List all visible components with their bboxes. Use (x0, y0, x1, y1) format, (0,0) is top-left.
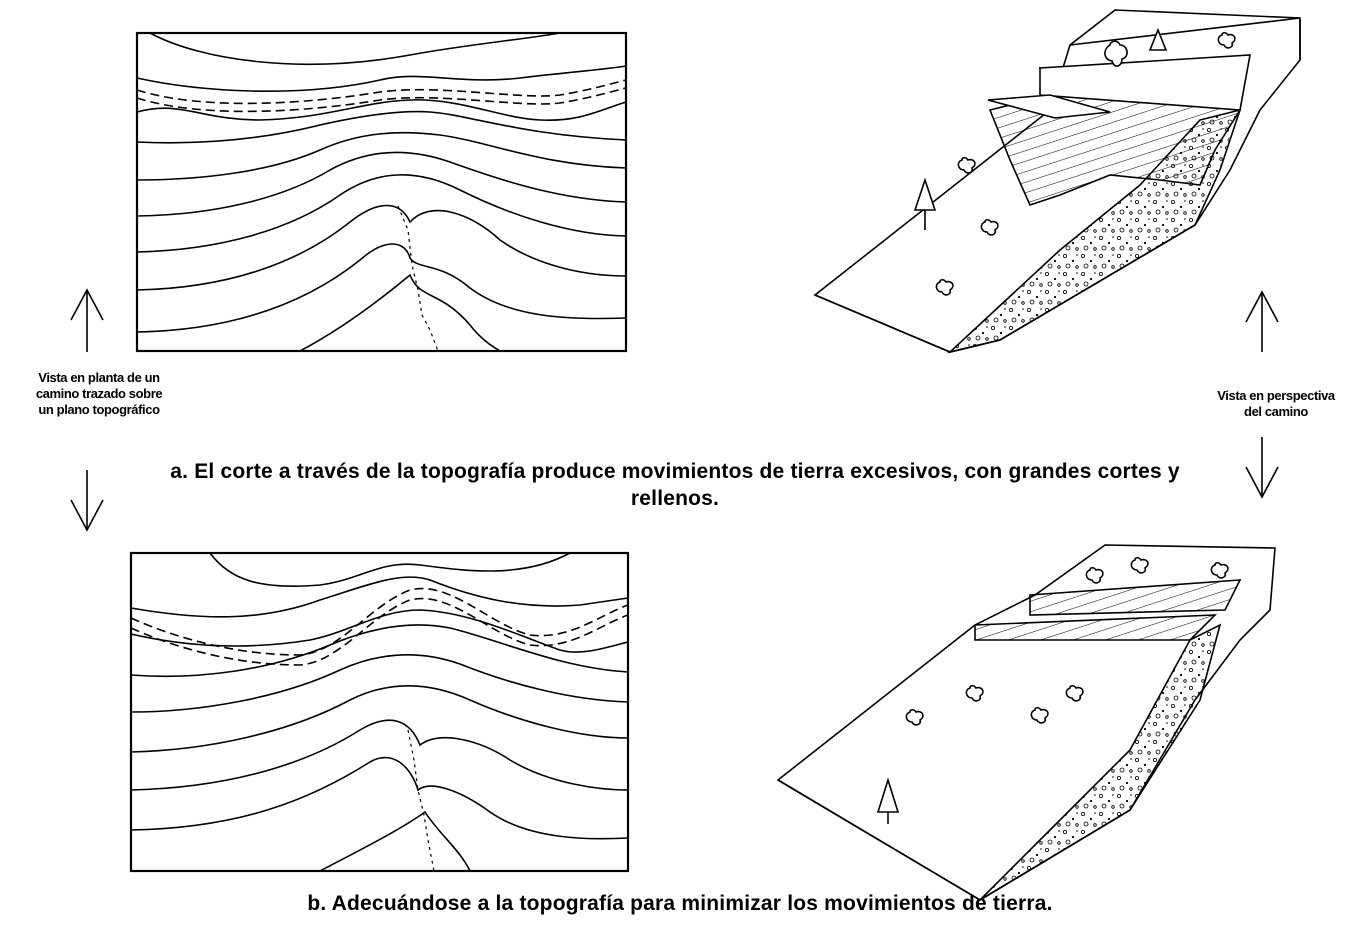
arrow-plan-down (70, 470, 104, 532)
plan-view-label: Vista en planta de un camino trazado sob… (35, 370, 163, 417)
arrow-plan-up (70, 288, 104, 352)
caption-a: a. El corte a través de la topografía pr… (170, 460, 1180, 510)
perspective-b (776, 544, 1276, 901)
arrow-perspective-up (1245, 290, 1279, 352)
perspective-a (813, 9, 1301, 354)
contour-map-a (135, 31, 628, 353)
arrow-perspective-down (1245, 437, 1279, 499)
contour-map-b (129, 551, 630, 873)
caption-b: b. Adecuándose a la topografía para mini… (307, 892, 1053, 915)
perspective-view-label: Vista en perspectiva del camino (1217, 388, 1335, 419)
